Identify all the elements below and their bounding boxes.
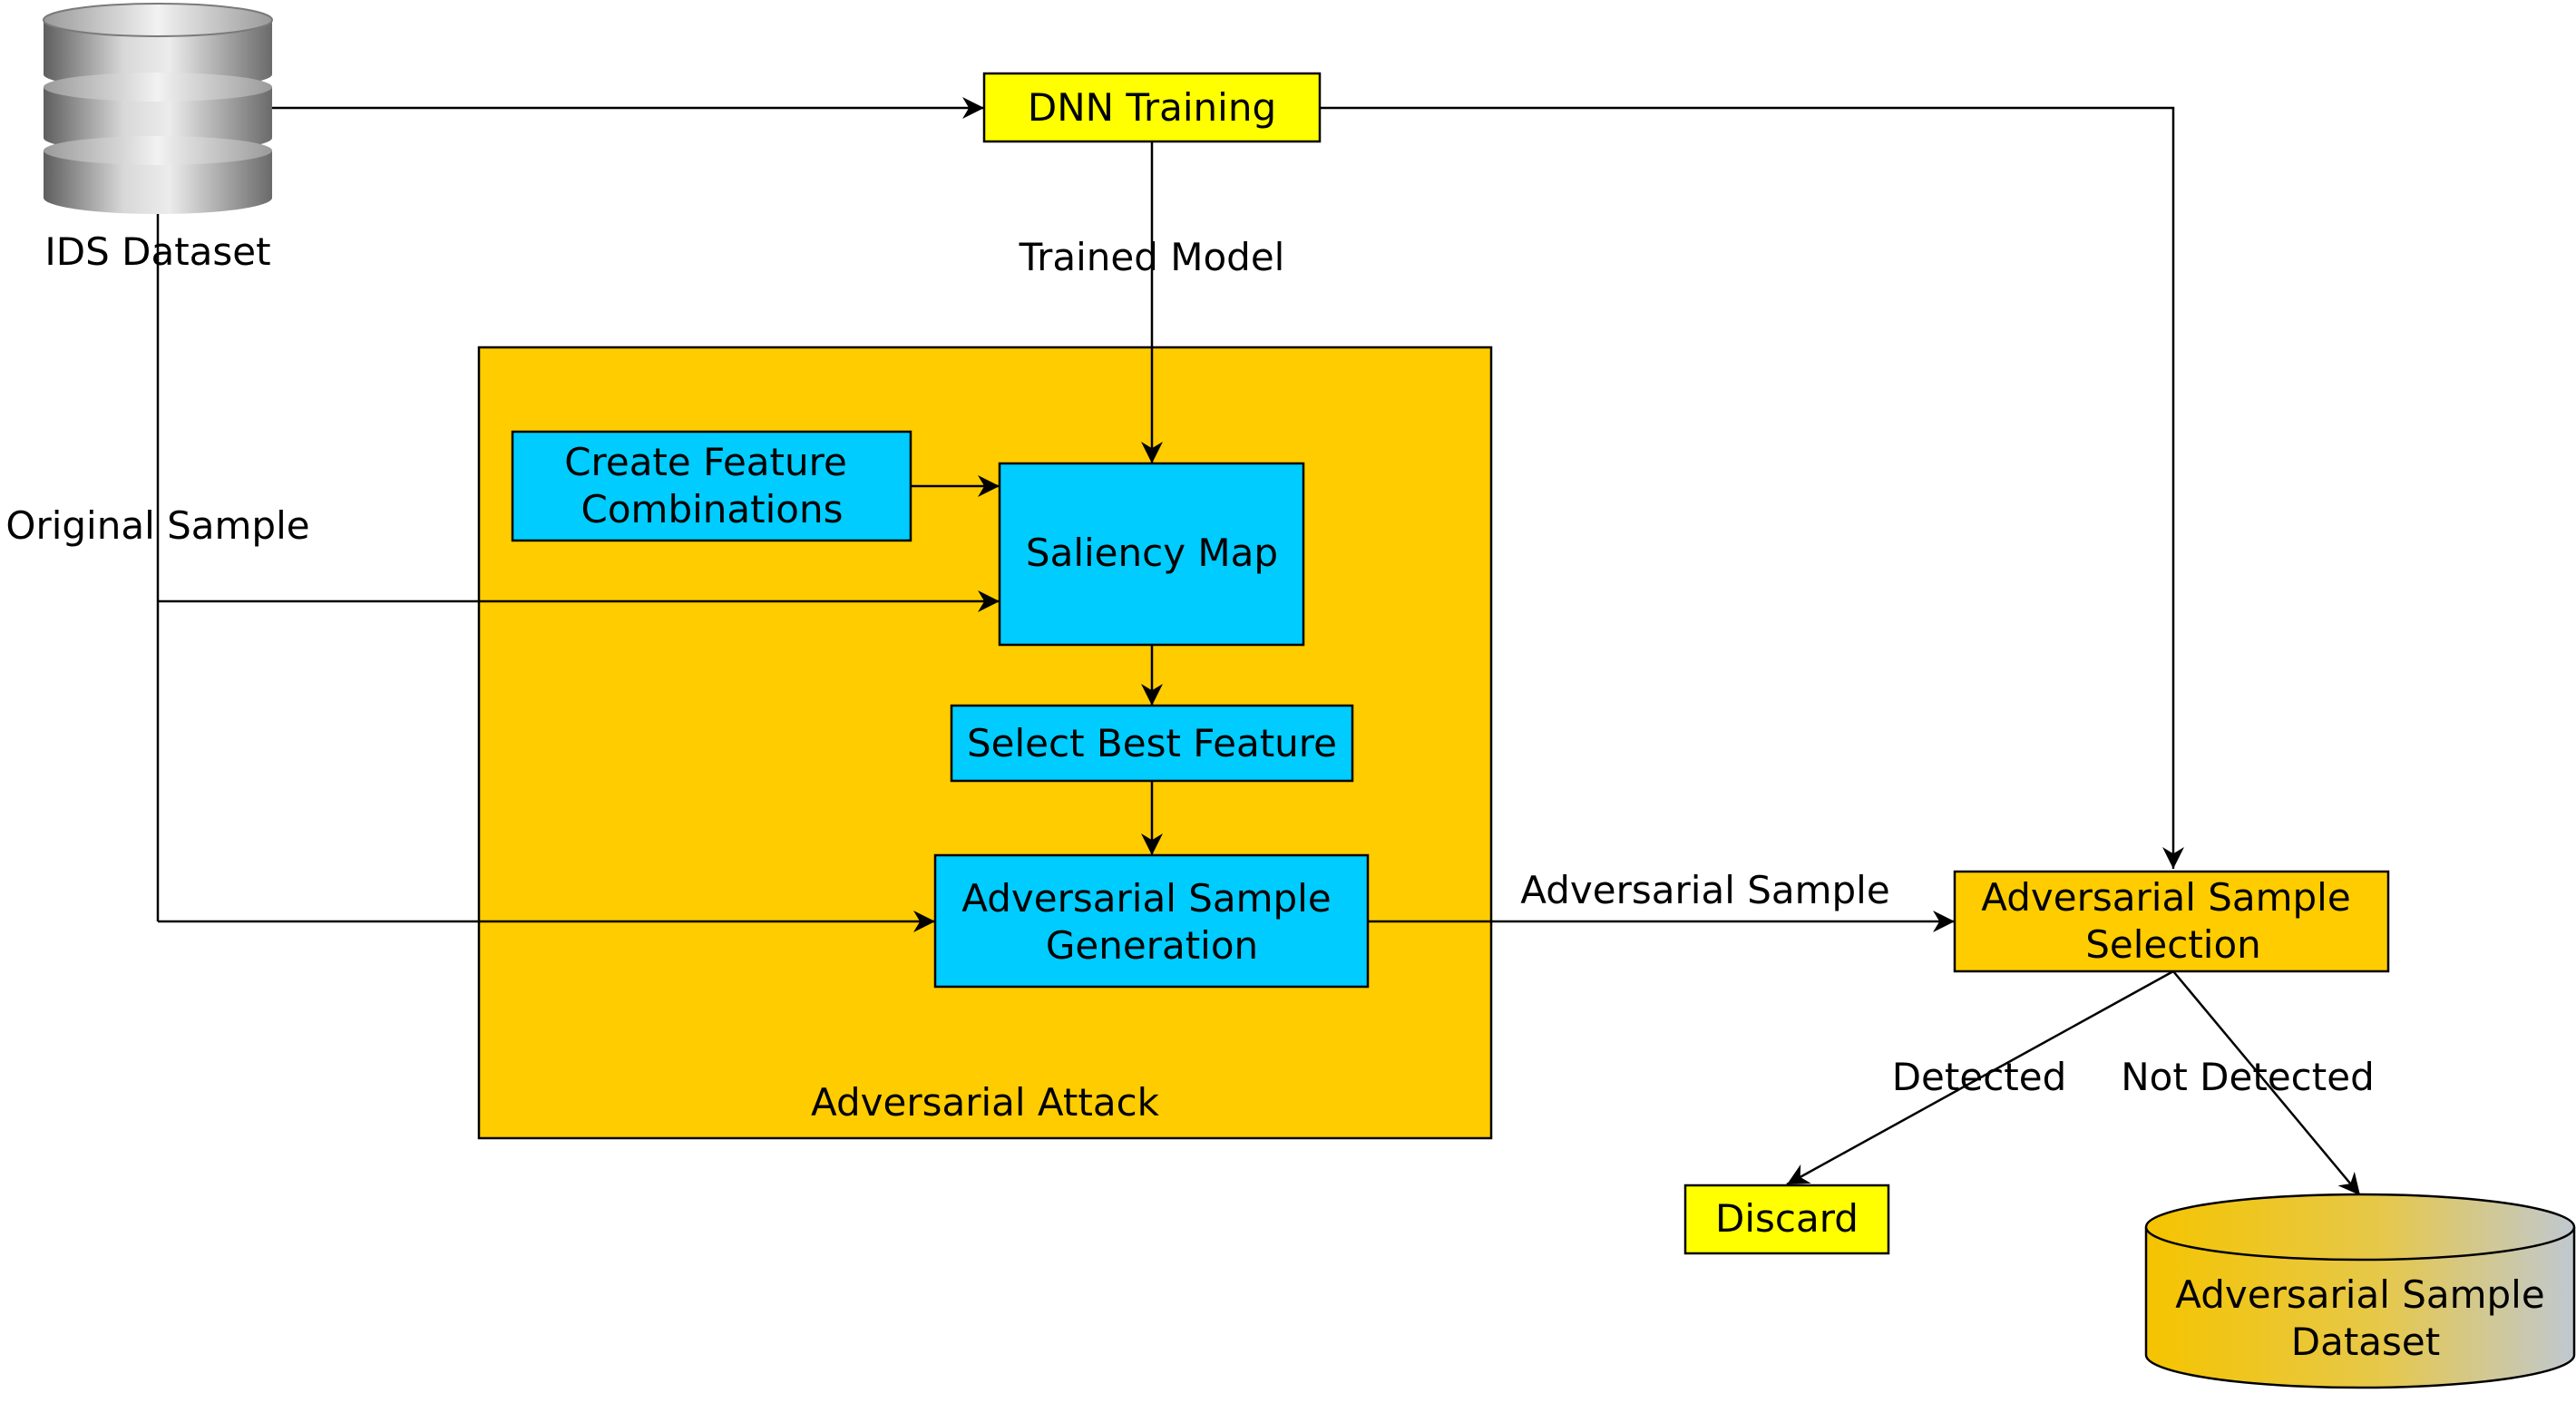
- edge-not-detected: [2172, 970, 2361, 1196]
- edge-detected: [1786, 969, 2174, 1186]
- detected-label: Detected: [1892, 1055, 2067, 1099]
- not-detected-label: Not Detected: [2121, 1055, 2374, 1099]
- original-sample-label: Original Sample: [5, 503, 309, 548]
- trained-model-label: Trained Model: [1019, 235, 1285, 279]
- create-feature-label-line1: Create Feature: [564, 440, 847, 484]
- adversarial-sample-dataset-cylinder: [2144, 1193, 2576, 1389]
- adv-dataset-label-line2: Dataset: [2291, 1320, 2440, 1364]
- database-icon: [43, 3, 273, 214]
- create-feature-combinations-box: [511, 430, 912, 542]
- adversarial-sample-selection-box: [1953, 870, 2390, 973]
- adv-generation-label-line2: Generation: [1046, 923, 1258, 968]
- adv-selection-label-line1: Adversarial Sample: [1981, 875, 2350, 920]
- adversarial-sample-label: Adversarial Sample: [1520, 868, 1889, 912]
- adv-selection-label-line2: Selection: [2085, 922, 2261, 967]
- adv-generation-label-line1: Adversarial Sample: [961, 876, 1331, 921]
- saliency-map-label: Saliency Map: [1026, 531, 1278, 575]
- create-feature-label-line2: Combinations: [581, 487, 844, 531]
- dnn-training-label: DNN Training: [1028, 85, 1276, 130]
- discard-box: [1683, 1184, 1890, 1255]
- edge-dnn-to-selection: [1320, 106, 2184, 869]
- saliency-map-box: [998, 462, 1305, 647]
- discard-label: Discard: [1715, 1196, 1859, 1241]
- adversarial-attack-label: Adversarial Attack: [811, 1080, 1160, 1125]
- select-best-feature-box: [950, 704, 1354, 783]
- adversarial-sample-generation-box: [933, 853, 1370, 989]
- select-best-feature-label: Select Best Feature: [967, 721, 1337, 765]
- edges: [156, 97, 2361, 1196]
- dnn-training-box: [982, 72, 1322, 143]
- adv-dataset-label-line1: Adversarial Sample: [2175, 1272, 2544, 1317]
